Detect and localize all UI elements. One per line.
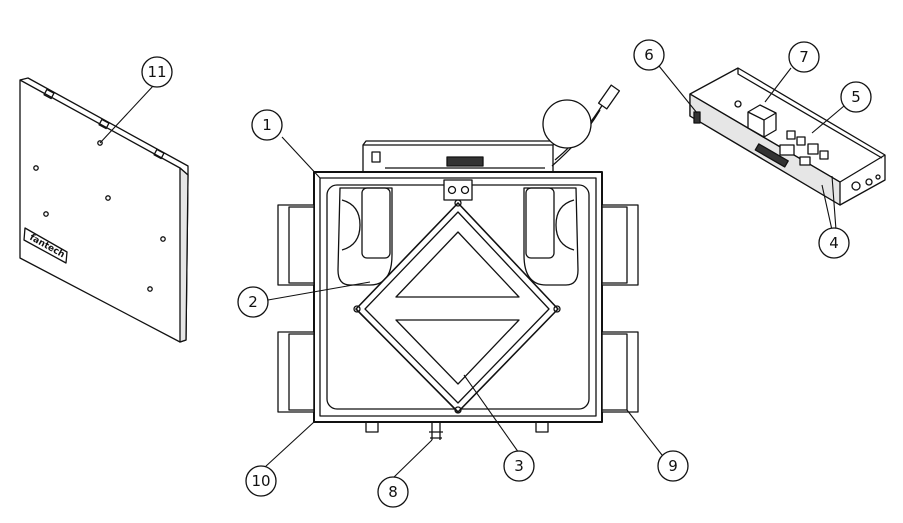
callout-4: 4 — [818, 227, 850, 259]
callout-6-label: 6 — [644, 46, 654, 64]
callout-9-label: 9 — [668, 457, 678, 475]
callout-11: 11 — [141, 56, 173, 88]
callout-10-label: 10 — [251, 472, 270, 490]
callout-1-label: 1 — [262, 116, 272, 134]
main-unit — [277, 84, 639, 440]
callout-2-label: 2 — [248, 293, 258, 311]
callout-1: 1 — [251, 109, 283, 141]
callout-8-label: 8 — [388, 483, 398, 501]
callout-5-label: 5 — [851, 88, 861, 106]
heat-recovery-core — [353, 199, 561, 414]
leader-lines — [99, 65, 845, 480]
callout-7: 7 — [788, 41, 820, 73]
callout-11-label: 11 — [147, 63, 166, 81]
callout-6: 6 — [633, 39, 665, 71]
callout-9: 9 — [657, 450, 689, 482]
callout-2: 2 — [237, 286, 269, 318]
callout-3-label: 3 — [514, 457, 524, 475]
electrical-control-box — [689, 67, 886, 206]
callout-8: 8 — [377, 476, 409, 508]
callout-4-label: 4 — [829, 234, 839, 252]
callout-10: 10 — [245, 465, 277, 497]
callout-3: 3 — [503, 450, 535, 482]
callout-5: 5 — [840, 81, 872, 113]
door-panel: fantech — [19, 77, 189, 343]
callout-7-label: 7 — [799, 48, 809, 66]
